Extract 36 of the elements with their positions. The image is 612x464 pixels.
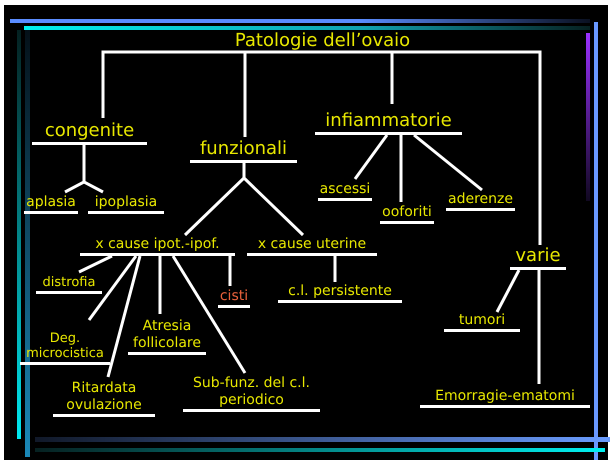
underlined-label: varie [510,245,566,270]
connector-line [496,269,520,313]
underlined-label: ooforiti [380,202,434,224]
underlined-label: ascessi [318,179,372,201]
connector-line [106,256,142,378]
underlined-label: Emorragie-ematomi [420,384,590,408]
underlined-label: aderenze [446,190,515,211]
underlined-label: congenite [32,118,147,145]
underlined-label: ipoplasia [88,192,164,214]
underlined-label: cisti [218,286,250,308]
underlined-label: Atresia follicolare [128,314,206,355]
connector-line [244,50,320,137]
underlined-label: Sub-funz. del c.l. periodico [183,373,320,412]
underlined-label: tumori [444,312,520,332]
underlined-label: funzionali [190,137,297,163]
underlined-label: x cause uterine [247,235,377,256]
connector-line [158,256,162,314]
underlined-label: c.l. persistente [278,282,402,303]
connector-line [400,135,402,202]
connector-line [242,163,304,236]
underlined-label: aplasia [24,192,78,214]
connector-line [538,270,540,384]
connector-line [413,134,483,192]
connector-line [320,50,542,245]
underlined-label: x cause ipot.-ipof. [80,235,235,256]
underlined-label: distrofia [36,272,102,294]
connector-line [172,255,246,374]
connector-line [78,254,113,274]
title-label: Patologie dell’ovaio [205,26,440,52]
underlined-label: Ritardata ovulazione [53,377,155,417]
connector-line [82,145,104,194]
connector-line [334,256,336,282]
connector-line [88,255,138,321]
underlined-label: infiammatorie [315,104,462,135]
connector-line [354,134,388,180]
connector-line [228,256,232,286]
